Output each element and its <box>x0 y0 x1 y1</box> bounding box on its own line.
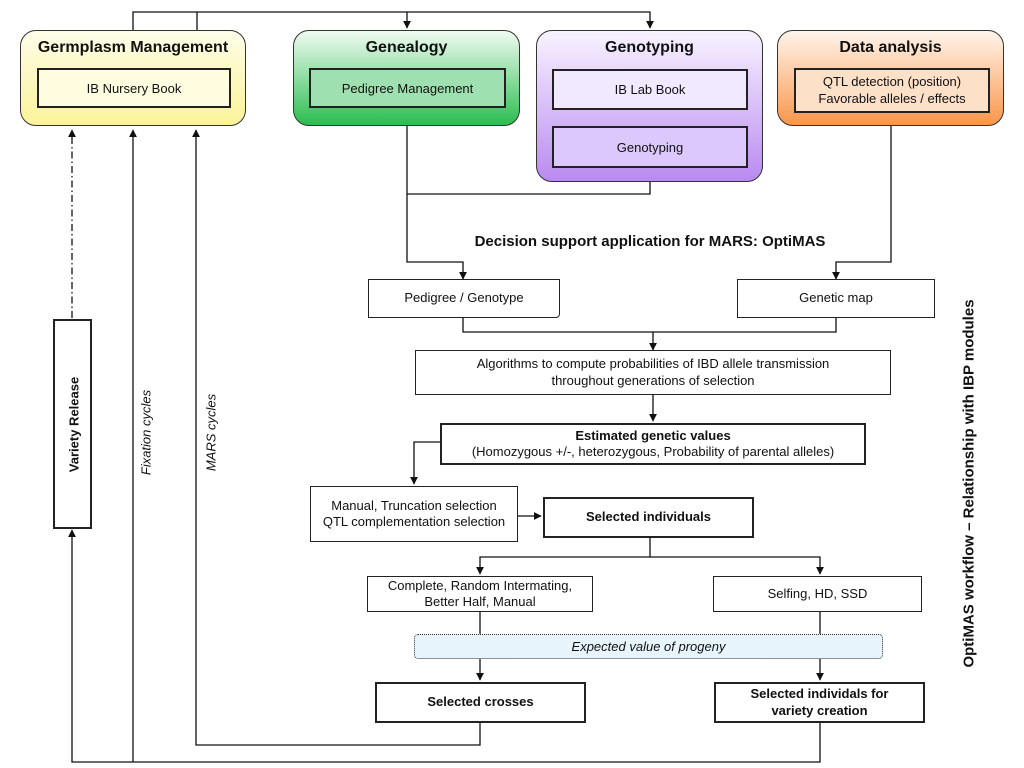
ib-lab-book-box[interactable]: IB Lab Book <box>552 69 748 110</box>
optimas-side-label: OptiMAS workflow – Relationship with IBP… <box>960 299 978 668</box>
pedigree-management-label: Pedigree Management <box>341 80 474 96</box>
intermating-box[interactable]: Complete, Random Intermating, Better Hal… <box>367 576 593 612</box>
expected-value-box: Expected value of progeny <box>414 634 883 659</box>
intermating-line1: Complete, Random Intermating, <box>387 577 573 593</box>
selection-methods-box[interactable]: Manual, Truncation selection QTL complem… <box>310 486 518 542</box>
genealogy-module: Genealogy Pedigree Management <box>293 30 520 126</box>
qtl-detection-label: QTL detection (position) <box>822 73 962 89</box>
expected-value-label: Expected value of progeny <box>571 639 726 654</box>
genotyping-box[interactable]: Genotyping <box>552 126 748 168</box>
qtl-detection-box[interactable]: QTL detection (position) Favorable allel… <box>794 68 990 113</box>
pedigree-genotype-box[interactable]: Pedigree / Genotype <box>368 279 560 318</box>
selected-crosses-label: Selected crosses <box>427 694 534 710</box>
pedigree-management-box[interactable]: Pedigree Management <box>309 68 506 108</box>
selected-variety-line1: Selected individals for <box>750 686 889 702</box>
fixation-cycles-label: Fixation cycles <box>138 389 154 476</box>
genealogy-title: Genealogy <box>365 39 448 56</box>
selected-variety-line2: variety creation <box>771 702 868 718</box>
selfing-label: Selfing, HD, SSD <box>767 585 868 601</box>
germplasm-management-title: Germplasm Management <box>37 39 229 56</box>
data-analysis-module: Data analysis QTL detection (position) F… <box>777 30 1004 126</box>
estimated-genetic-values-title: Estimated genetic values <box>575 427 731 443</box>
selfing-box[interactable]: Selfing, HD, SSD <box>713 576 922 612</box>
selected-individuals-label: Selected individuals <box>586 509 711 525</box>
genetic-map-box[interactable]: Genetic map <box>737 279 935 318</box>
variety-release-box[interactable]: Variety Release <box>53 319 92 529</box>
estimated-genetic-values-box[interactable]: Estimated genetic values (Homozygous +/-… <box>440 423 866 465</box>
selected-individuals-box[interactable]: Selected individuals <box>543 497 754 538</box>
algorithms-box[interactable]: Algorithms to compute probabilities of I… <box>415 350 891 395</box>
ib-nursery-book-label: IB Nursery Book <box>86 80 182 96</box>
optimas-title: Decision support application for MARS: O… <box>474 233 826 250</box>
selection-methods-line1: Manual, Truncation selection <box>331 497 497 513</box>
genotyping-label: Genotyping <box>616 139 684 155</box>
algorithms-line2: throughout generations of selection <box>551 372 755 388</box>
selection-methods-line2: QTL complementation selection <box>322 514 506 529</box>
germplasm-management-module: Germplasm Management IB Nursery Book <box>20 30 246 126</box>
genotyping-title: Genotyping <box>605 39 694 56</box>
algorithms-line1: Algorithms to compute probabilities of I… <box>476 356 830 372</box>
selected-crosses-box[interactable]: Selected crosses <box>375 682 586 723</box>
estimated-genetic-values-subtitle: (Homozygous +/-, heterozygous, Probabili… <box>471 444 835 459</box>
intermating-line2: Better Half, Manual <box>424 594 536 609</box>
mars-cycles-label: MARS cycles <box>203 393 219 472</box>
genetic-map-label: Genetic map <box>799 290 873 306</box>
variety-release-label: Variety Release <box>66 376 82 473</box>
pedigree-genotype-label: Pedigree / Genotype <box>404 290 524 306</box>
data-analysis-title: Data analysis <box>839 39 942 56</box>
ib-lab-book-label: IB Lab Book <box>614 82 686 97</box>
ib-nursery-book-box[interactable]: IB Nursery Book <box>37 68 231 108</box>
favorable-alleles-label: Favorable alleles / effects <box>818 90 966 106</box>
selected-variety-box[interactable]: Selected individals for variety creation <box>714 682 925 723</box>
genotyping-module: Genotyping IB Lab Book Genotyping <box>536 30 763 182</box>
